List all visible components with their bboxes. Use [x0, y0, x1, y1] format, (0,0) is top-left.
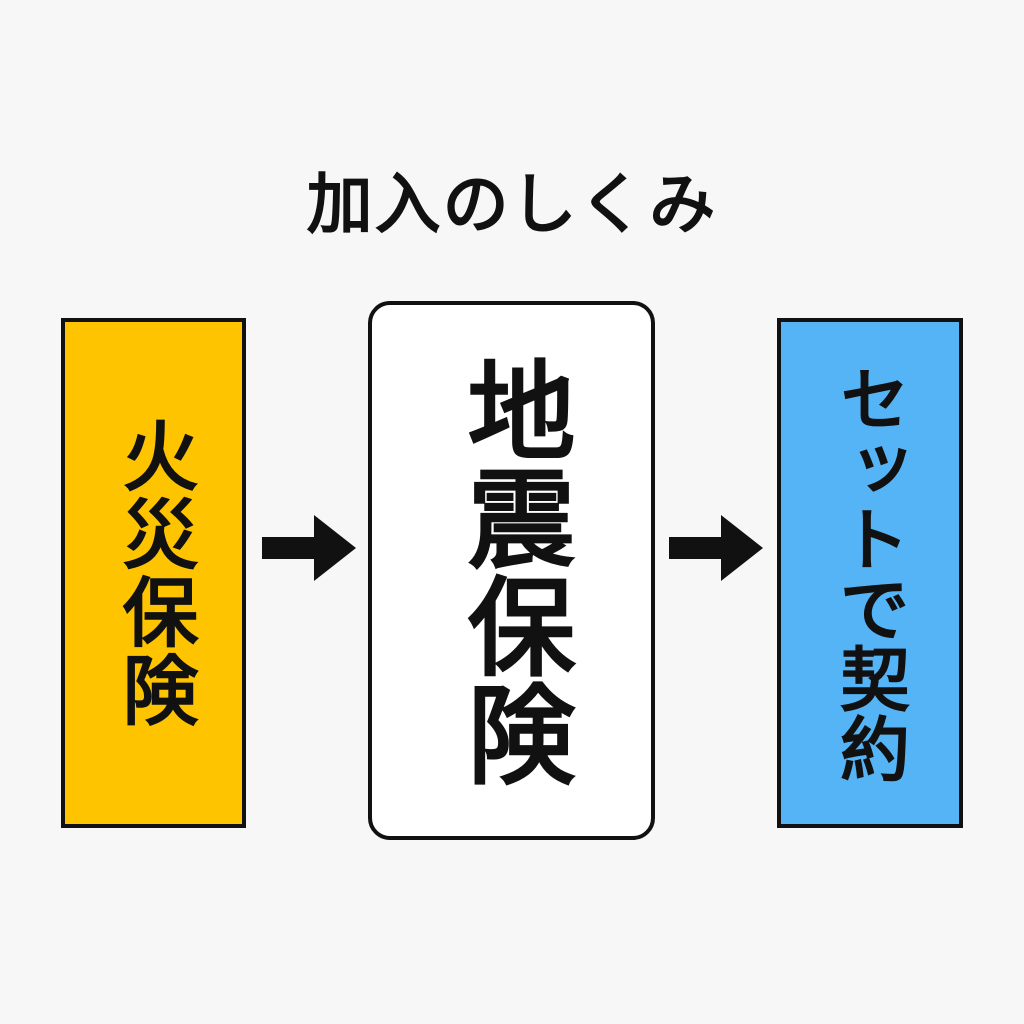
earthquake-insurance-label: 地震保険: [449, 354, 575, 787]
fire-insurance-box: 火災保険: [61, 318, 246, 828]
right-arrow-icon: [669, 515, 763, 581]
diagram-title: 加入のしくみ: [306, 166, 718, 243]
set-contract-label: セットで契約: [828, 363, 911, 783]
fire-insurance-label: 火災保険: [109, 417, 199, 729]
earthquake-insurance-box: 地震保険: [368, 301, 655, 840]
set-contract-box: セットで契約: [777, 318, 963, 828]
right-arrow-icon: [262, 515, 356, 581]
